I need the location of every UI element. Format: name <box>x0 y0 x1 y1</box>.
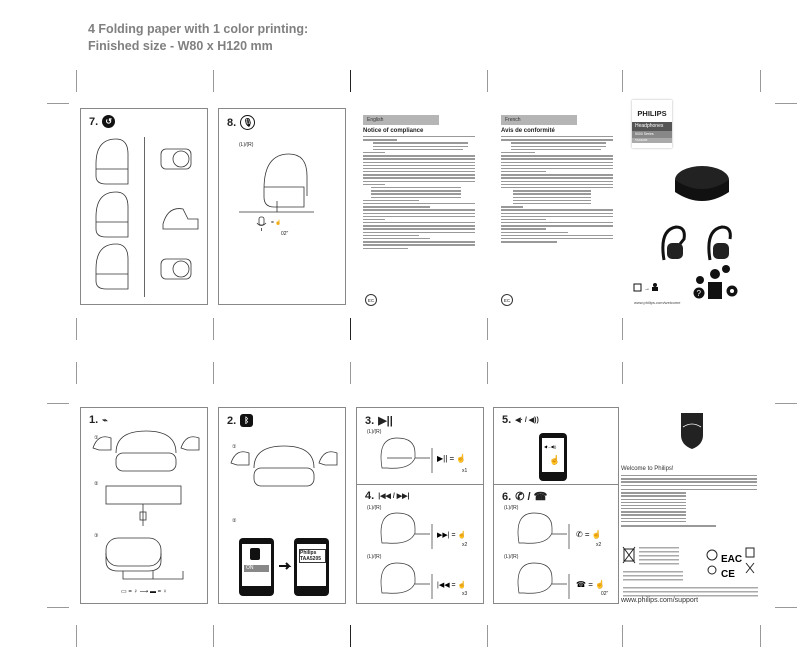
panel-front-cover: PHILIPS Headphones 5000 Series TAA5205 →… <box>622 100 762 310</box>
earbud-illustrations <box>95 138 199 290</box>
spec-line-1: 4 Folding paper with 1 color printing: <box>88 22 309 36</box>
sub-step-3: ③ <box>94 533 99 539</box>
svg-text:EAC: EAC <box>721 554 742 565</box>
panel-volume-calls: 5.◀· / ◀)) 6.✆ / ☎ (L)/(R) (L)/(R) x2 02… <box>493 407 619 604</box>
svg-text:▶|| = ☝: ▶|| = ☝ <box>437 453 466 463</box>
step-number: 6. <box>502 490 512 503</box>
tap-count: x2 <box>596 542 602 548</box>
svg-text:☝: ☝ <box>549 454 560 466</box>
step-number: 4. <box>365 490 375 502</box>
section-heading: Notice of compliance <box>363 128 424 134</box>
left-right-label: (L)/(R) <box>504 554 519 560</box>
sub-step-1: ① <box>232 444 237 450</box>
svg-text:▭ = ♀ ⟶ ▬ = ♀: ▭ = ♀ ⟶ ▬ = ♀ <box>121 589 167 595</box>
language-label: English <box>363 115 439 125</box>
svg-text:✆ = ☝: ✆ = ☝ <box>576 529 602 539</box>
philips-shield-logo <box>681 413 703 449</box>
pairing-illustrations <box>230 445 338 596</box>
sub-step-2: ② <box>232 518 237 524</box>
series-name: 5000 Series <box>632 131 672 138</box>
welcome-url[interactable]: www.philips.com/welcome <box>634 300 681 305</box>
reset-icon: ↺ <box>102 115 116 128</box>
step-number: 3. <box>365 414 375 427</box>
play-pause-icon: ▶|| <box>378 415 393 427</box>
ec-mark: EC <box>365 294 377 306</box>
legal-text <box>621 475 757 528</box>
left-right-label: (L)/(R) <box>367 554 382 560</box>
charging-icon: ⌁ <box>102 414 108 425</box>
gesture-illustrations: ▶|| = ☝ ▶▶| = ☝ |◀◀ = ☝ <box>380 437 466 599</box>
compliance-text <box>501 136 613 244</box>
brand-logo: PHILIPS <box>637 109 667 118</box>
bluetooth-icon: ᛒ <box>240 414 254 427</box>
svg-text:?: ? <box>697 289 702 298</box>
ec-mark: EC <box>501 294 513 306</box>
svg-text:CE: CE <box>721 569 735 580</box>
step-number: 1. <box>89 414 99 426</box>
sub-step-1: ① <box>94 435 99 441</box>
volume-call-illustrations: ◀·–◀)) ☝ ✆ = ☝ ☎ = ☝ <box>517 433 605 599</box>
panel-charging: 1.⌁ ① ② ③ ▭ = ♀ ⟶ ▬ = ♀ <box>80 407 208 604</box>
step-number: 8. <box>227 116 237 129</box>
microphone-icon: 🎙 <box>240 115 256 130</box>
left-right-label: (L)/(R) <box>367 505 382 511</box>
svg-text:|◀◀ = ☝: |◀◀ = ☝ <box>437 580 466 589</box>
panel-english: English Notice of compliance EC <box>355 108 483 306</box>
bluetooth-toggle: ON <box>246 565 254 571</box>
product-label-box: PHILIPS Headphones 5000 Series TAA5205 <box>632 100 672 148</box>
step-number: 2. <box>227 414 237 427</box>
welcome-heading: Welcome to Philips! <box>621 466 674 472</box>
spec-line-2: Finished size - W80 x H120 mm <box>88 39 273 53</box>
model-number: TAA5205 <box>632 138 672 143</box>
section-heading: Avis de conformité <box>501 128 555 134</box>
tap-count-previous: x3 <box>462 591 468 597</box>
left-right-label: (L)/(R) <box>239 142 254 148</box>
product-name: Headphones <box>632 122 672 131</box>
timer-label: 02" <box>281 231 289 237</box>
panel-french: French Avis de conformité EC <box>491 108 619 306</box>
call-icon: ✆ / ☎ <box>515 491 548 503</box>
earbud-illustration <box>239 153 314 231</box>
product-image: → ? <box>633 166 738 299</box>
step-number: 7. <box>89 115 99 128</box>
device-name: Philips TAA5205 <box>299 549 326 563</box>
panel-reset: 7.↺ <box>80 108 208 305</box>
certification-marks: EAC CE <box>622 546 758 597</box>
panel-voice-assistant: 8.🎙 (L)/(R) = ☝ 02" <box>218 108 346 305</box>
panel-back-cover: Welcome to Philips! EAC CE www.philips.co… <box>619 405 764 610</box>
panel-bluetooth-pairing: 2.ᛒ ① ② ON Philips TAA5205 <box>218 407 346 604</box>
charging-illustrations: ▭ = ♀ ⟶ ▬ = ♀ <box>92 430 200 595</box>
tap-count-next: x2 <box>462 542 468 548</box>
volume-icon: ◀· / ◀)) <box>515 417 539 424</box>
svg-text:→: → <box>644 286 650 292</box>
svg-text:☎ = ☝: ☎ = ☝ <box>576 579 605 589</box>
step-number: 5. <box>502 414 512 426</box>
left-right-label: (L)/(R) <box>504 505 519 511</box>
panel-playback-controls: 3.▶|| (L)/(R) x1 4.|◀◀ / ▶▶| (L)/(R) (L)… <box>356 407 484 604</box>
timer-label: 02" <box>601 591 609 597</box>
svg-text:▶▶| = ☝: ▶▶| = ☝ <box>437 530 466 539</box>
support-url[interactable]: www.philips.com/support <box>621 597 699 604</box>
left-right-label: (L)/(R) <box>367 429 382 435</box>
sub-step-2: ② <box>94 481 99 487</box>
skip-icon: |◀◀ / ▶▶| <box>378 493 410 500</box>
compliance-text <box>363 136 475 251</box>
tap-count: x1 <box>462 468 468 474</box>
svg-text:◀·–◀)): ◀·–◀)) <box>544 444 557 449</box>
language-label: French <box>501 115 577 125</box>
